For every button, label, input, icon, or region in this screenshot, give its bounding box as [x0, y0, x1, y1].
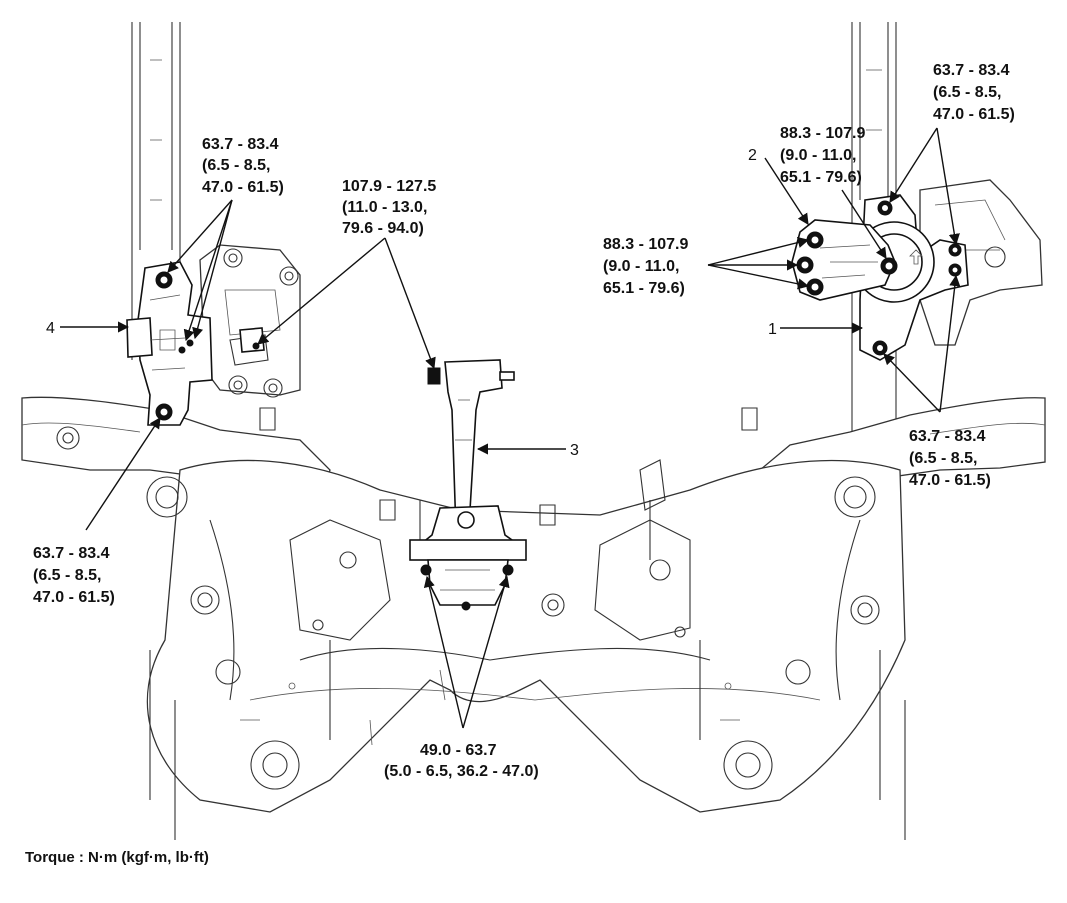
callout-line: (6.5 - 8.5, — [909, 450, 977, 467]
left-mount-bracket — [126, 244, 301, 426]
callout-left-upper: 63.7 - 83.4 (6.5 - 8.5, 47.0 - 61.5) — [202, 136, 284, 196]
subframe-drawing — [21, 22, 1046, 840]
callout-line: 88.3 - 107.9 — [603, 236, 689, 253]
callout-center-top: 107.9 - 127.5 (11.0 - 13.0, 79.6 - 94.0) — [342, 178, 436, 237]
callout-line: 63.7 - 83.4 — [202, 136, 279, 153]
callout-line: (9.0 - 11.0, — [603, 258, 680, 275]
part-number-4: 4 — [46, 320, 55, 337]
roll-rod-bracket — [409, 359, 527, 611]
callout-line: 47.0 - 61.5) — [933, 106, 1015, 123]
callout-right-center: 88.3 - 107.9 (9.0 - 11.0, 65.1 - 79.6) — [780, 125, 866, 186]
callout-line: 65.1 - 79.6) — [780, 169, 862, 186]
callout-line: (9.0 - 11.0, — [780, 147, 857, 164]
right-mount-bracket — [791, 179, 1043, 361]
callout-right-top: 63.7 - 83.4 (6.5 - 8.5, 47.0 - 61.5) — [933, 62, 1015, 123]
callout-right-lower: 63.7 - 83.4 (6.5 - 8.5, 47.0 - 61.5) — [909, 428, 991, 489]
callout-line: (5.0 - 6.5, 36.2 - 47.0) — [384, 763, 539, 780]
callout-line: 65.1 - 79.6) — [603, 280, 685, 297]
callout-line: (6.5 - 8.5, — [33, 567, 101, 584]
part-number-1: 1 — [768, 321, 777, 338]
callout-line: 47.0 - 61.5) — [33, 589, 115, 606]
callout-right-left: 88.3 - 107.9 (9.0 - 11.0, 65.1 - 79.6) — [603, 236, 689, 297]
callout-line: 63.7 - 83.4 — [933, 62, 1010, 79]
callout-line: 107.9 - 127.5 — [342, 178, 436, 195]
part-numbers: 1 2 3 4 — [46, 147, 777, 459]
callout-line: 88.3 - 107.9 — [780, 125, 866, 142]
part-number-3: 3 — [570, 442, 579, 459]
callout-line: (11.0 - 13.0, — [342, 199, 427, 216]
callout-line: 63.7 - 83.4 — [33, 545, 110, 562]
callout-line: 49.0 - 63.7 — [420, 742, 497, 759]
callout-line: 47.0 - 61.5) — [202, 179, 284, 196]
torque-unit-note: Torque : N·m (kgf·m, lb·ft) — [25, 849, 209, 866]
callout-left-lower: 63.7 - 83.4 (6.5 - 8.5, 47.0 - 61.5) — [33, 545, 115, 606]
callout-line: (6.5 - 8.5, — [202, 157, 270, 174]
torque-callouts: 63.7 - 83.4 (6.5 - 8.5, 47.0 - 61.5) 63.… — [33, 62, 1015, 780]
part-number-2: 2 — [748, 147, 757, 164]
leader-lines — [60, 127, 961, 729]
callout-line: 63.7 - 83.4 — [909, 428, 986, 445]
callout-center-bottom: 49.0 - 63.7 (5.0 - 6.5, 36.2 - 47.0) — [384, 742, 539, 780]
callout-line: 47.0 - 61.5) — [909, 472, 991, 489]
callout-line: 79.6 - 94.0) — [342, 220, 424, 237]
callout-line: (6.5 - 8.5, — [933, 84, 1001, 101]
